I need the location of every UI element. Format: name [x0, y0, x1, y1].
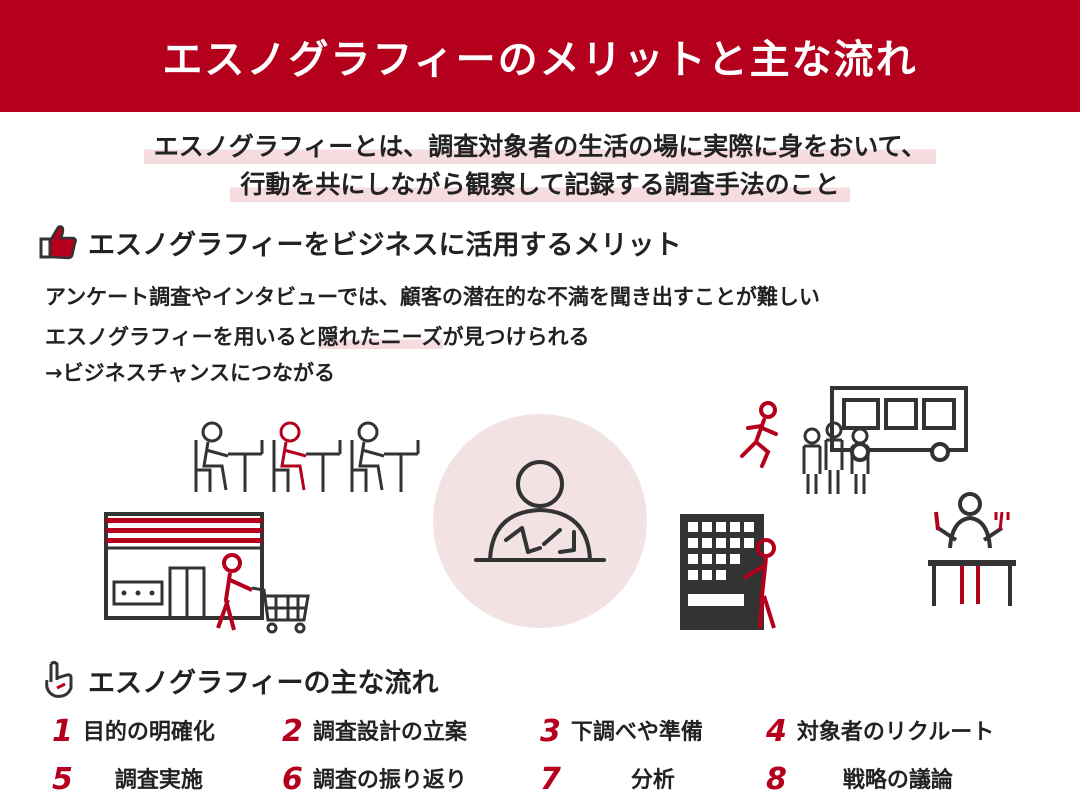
- illustration-area: [104, 386, 1016, 634]
- observer-circle: [433, 414, 647, 628]
- definition-line-2: 行動を共にしながら観察して記録する調査手法のこと: [230, 168, 850, 202]
- benefit-line-2: エスノグラフィーを用いると隠れたニーズが見つけられる: [45, 322, 590, 352]
- page-title: エスノグラフィーのメリットと主な流れ: [162, 37, 918, 83]
- pointing-hand-icon: [38, 660, 80, 700]
- desk-workers-icon: [194, 421, 420, 492]
- benefit-line-2-post: が見つけられる: [442, 325, 590, 349]
- merit-section-heading: エスノグラフィーをビジネスに活用するメリット: [38, 222, 681, 262]
- definition-line-1: エスノグラフィーとは、調査対象者の生活の場に実際に身をおいて、: [143, 130, 937, 164]
- flow-section-title: エスノグラフィーの主な流れ: [88, 667, 439, 699]
- vending-customer-icon: [742, 538, 776, 629]
- flow-section-heading: エスノグラフィーの主な流れ: [38, 660, 438, 700]
- definition-block: エスノグラフィーとは、調査対象者の生活の場に実際に身をおいて、 行動を共にしなが…: [0, 128, 1080, 204]
- shopper-cart-icon: [216, 553, 253, 631]
- benefit-line-1: アンケート調査やインタビューでは、顧客の潜在的な不満を聞き出すことが難しい: [45, 285, 820, 309]
- benefit-line-3: →ビジネスチャンスにつながる: [45, 361, 335, 385]
- merit-section-title: エスノグラフィーをビジネスに活用するメリット: [88, 229, 682, 261]
- convenience-store-icon: [104, 512, 264, 620]
- shopping-cart-icon: [251, 586, 310, 634]
- header-banner: エスノグラフィーのメリットと主な流れ: [0, 0, 1080, 112]
- thumbs-up-icon: [38, 222, 80, 262]
- diner-icon: [928, 492, 1016, 606]
- hidden-needs-highlight: 隠れたニーズ: [317, 325, 443, 349]
- running-person-icon: [740, 401, 778, 468]
- observer-writing-icon: [474, 460, 606, 562]
- vending-machine-icon: [680, 514, 764, 630]
- bus-icon: [830, 386, 968, 462]
- benefit-line-2-pre: エスノグラフィーを用いると: [45, 325, 318, 349]
